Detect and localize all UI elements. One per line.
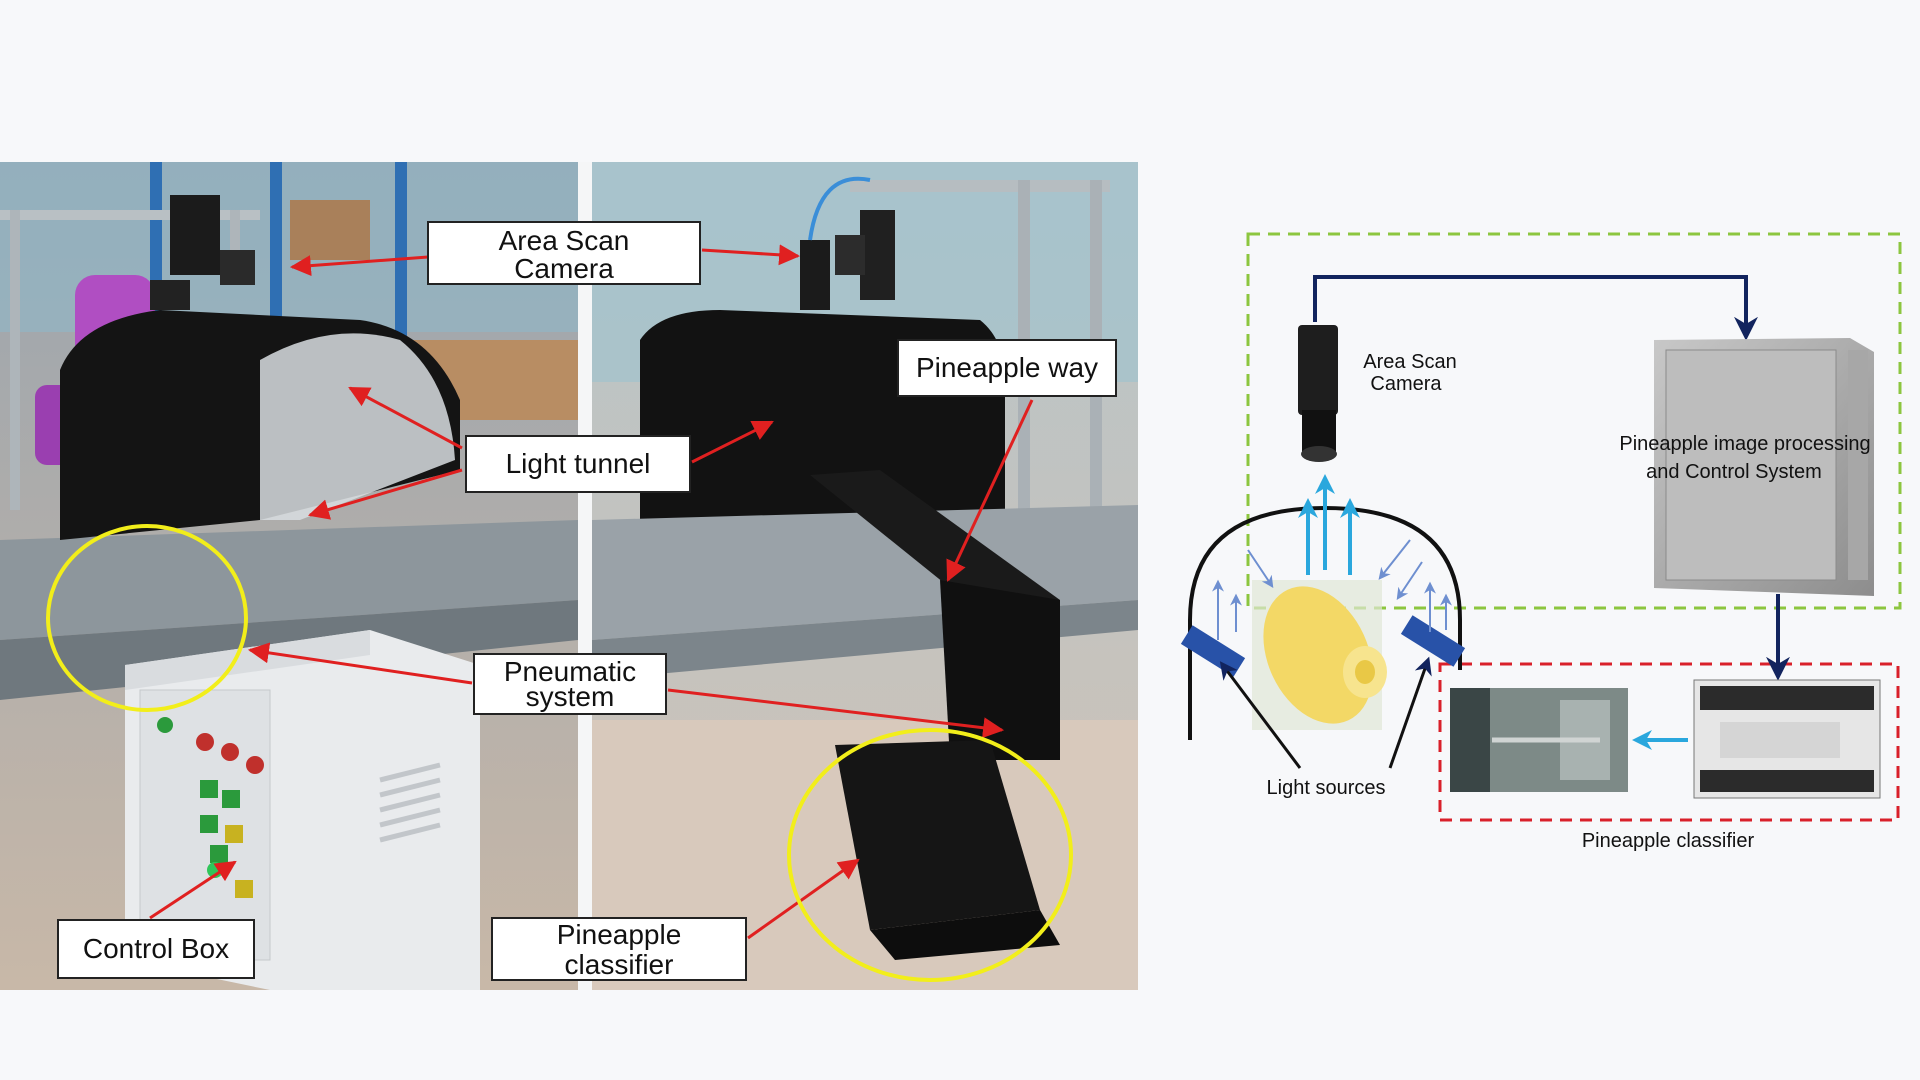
label-pneumatic-system: Pneumatic system	[473, 653, 667, 715]
light-source-right	[1400, 615, 1466, 667]
label-pineapple-classifier-photo: Pineapple classifier	[491, 917, 747, 981]
light-source-pointers	[1219, 656, 1432, 769]
plc-controller-icon	[1693, 679, 1881, 799]
classifier-highlight-circle	[787, 728, 1073, 982]
area-scan-camera-line1: Area Scan	[499, 225, 630, 256]
callout-arrows	[149, 244, 1034, 940]
processing-system-line2: and Control System	[1646, 461, 1822, 483]
area-scan-camera-icon	[1298, 325, 1338, 462]
area-scan-camera-line2: Camera	[514, 253, 614, 284]
control-system-dashed-box	[1246, 232, 1902, 610]
pineapple-way-text: Pineapple way	[916, 352, 1098, 383]
classifier-dashed-box	[1438, 662, 1900, 822]
classifier-photo-thumbnail	[1450, 688, 1628, 792]
light-ray-arrows	[1298, 474, 1360, 575]
control-box-text: Control Box	[83, 933, 229, 964]
pineapple-slice-image	[1252, 580, 1387, 730]
pneumatic-system-line1: Pneumatic	[504, 656, 636, 687]
pineapple-classifier-line2: classifier	[565, 949, 674, 980]
pneumatic-highlight-circle	[46, 524, 248, 712]
pineapple-classifier-line1: Pineapple	[557, 919, 682, 950]
diagram-camera-line1: Area Scan	[1363, 351, 1456, 373]
cabinet-vents	[379, 762, 441, 843]
camera-to-processing-arrow	[1313, 275, 1758, 341]
pneumatic-system-line2: system	[526, 681, 615, 712]
light-sources-label: Light sources	[1267, 777, 1386, 799]
diagram-camera-line2: Camera	[1370, 373, 1442, 395]
label-light-tunnel: Light tunnel	[465, 435, 691, 493]
light-tunnel-text: Light tunnel	[506, 448, 651, 479]
label-pineapple-way: Pineapple way	[897, 339, 1117, 397]
processing-monitor-icon	[1654, 338, 1874, 596]
left-photo	[0, 162, 578, 990]
diagram-classifier-label: Pineapple classifier	[1582, 830, 1755, 852]
label-area-scan-camera: Area Scan Camera	[427, 221, 701, 285]
reflection-arrows	[1212, 539, 1452, 640]
right-photo	[592, 162, 1138, 990]
schematic-diagram: Area Scan Camera Pineapple image process…	[1180, 232, 1902, 852]
label-control-box: Control Box	[57, 919, 255, 979]
processing-system-line1: Pineapple image processing	[1619, 433, 1870, 455]
